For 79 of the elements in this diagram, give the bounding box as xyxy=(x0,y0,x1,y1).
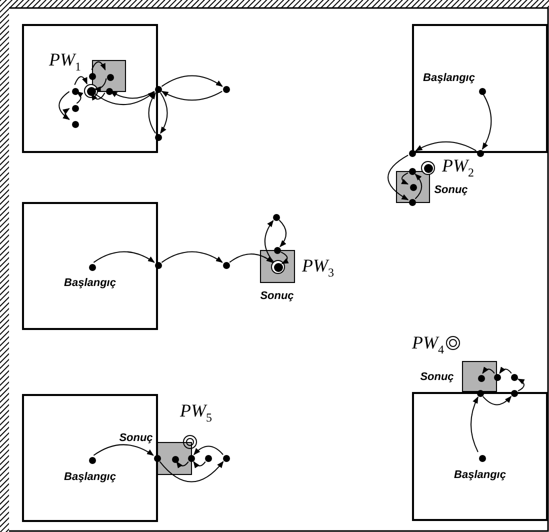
goal-label: Sonuç xyxy=(420,371,454,383)
waypoint-dot xyxy=(410,184,416,190)
path-arrow xyxy=(193,446,224,456)
path-arrow xyxy=(93,251,155,263)
waypoint-dot xyxy=(478,454,486,462)
waypoint-dot xyxy=(88,72,96,80)
robot-label: PW$_{3}$ xyxy=(302,256,334,280)
path-arrow xyxy=(482,396,512,406)
waypoint-dot xyxy=(72,88,78,94)
waypoint-dot xyxy=(106,74,114,80)
path-arrow xyxy=(93,444,154,456)
path-arrow xyxy=(91,61,106,70)
goal-label: Sonuç xyxy=(434,184,468,196)
waypoint-dot xyxy=(204,454,212,462)
waypoint-dot xyxy=(478,374,484,382)
robot-label: PW$_{4}$ xyxy=(412,332,444,358)
waypoint-dot xyxy=(72,104,78,112)
path-arrow xyxy=(161,90,223,101)
waypoint-dot xyxy=(510,374,518,380)
room-outline xyxy=(412,392,548,521)
path-arrow xyxy=(160,92,168,134)
path-arrow xyxy=(161,251,223,263)
path-arrow xyxy=(278,220,287,248)
waypoint-dot xyxy=(478,88,486,94)
path-arrow xyxy=(110,90,155,99)
path-arrow xyxy=(280,252,289,264)
path-arrow xyxy=(482,366,495,374)
waypoint-dot xyxy=(88,456,96,464)
robot-label: PW$_{5}$ xyxy=(180,400,212,426)
path-arrow xyxy=(401,172,409,185)
waypoint-dot xyxy=(408,150,416,156)
robot-label: PW$_{2}$ xyxy=(442,156,474,180)
path-arrow xyxy=(414,174,422,200)
path-arrow xyxy=(482,92,492,150)
path-arrow xyxy=(176,461,189,468)
waypoint-dot xyxy=(510,390,518,396)
robot-label: PW$_{1}$ xyxy=(49,50,81,74)
waypoint-dot xyxy=(72,120,78,128)
start-label: Başlangıç xyxy=(454,469,506,481)
path-arrow xyxy=(62,108,70,120)
path-arrow xyxy=(148,92,156,134)
path-arrow xyxy=(264,220,274,262)
path-arrow xyxy=(92,91,156,106)
path-arrow xyxy=(161,75,223,87)
start-label: Başlangıç xyxy=(64,277,116,289)
goal-square xyxy=(260,250,295,283)
target-ring xyxy=(446,336,460,350)
room-outline xyxy=(22,394,158,522)
room-outline xyxy=(412,24,548,153)
goal-square xyxy=(462,361,497,392)
target-point xyxy=(421,161,435,175)
path-arrow xyxy=(193,461,206,468)
waypoint-dot xyxy=(222,262,230,268)
waypoint-dot xyxy=(222,86,230,92)
waypoint-dot xyxy=(408,168,416,174)
waypoint-dot xyxy=(272,214,280,220)
waypoint-dot xyxy=(172,456,178,462)
waypoint-dot xyxy=(274,246,280,254)
start-label: Başlangıç xyxy=(423,72,475,84)
start-label: Başlangıç xyxy=(64,471,116,483)
waypoint-dot xyxy=(88,264,96,270)
target-point xyxy=(271,260,285,274)
room-outline xyxy=(22,202,158,330)
waypoint-dot xyxy=(222,454,230,462)
path-arrow xyxy=(76,91,84,104)
room-outline xyxy=(22,24,158,153)
goal-label: Sonuç xyxy=(260,290,294,302)
path-arrow xyxy=(159,461,224,482)
path-arrow xyxy=(499,366,512,374)
path-arrow xyxy=(517,378,525,392)
path-arrow xyxy=(388,154,409,200)
path-arrow xyxy=(415,141,477,152)
path-arrow xyxy=(94,78,107,92)
path-arrow xyxy=(58,91,70,120)
path-arrow xyxy=(91,92,106,101)
goal-label: Sonuç xyxy=(119,432,153,444)
path-arrow xyxy=(74,76,88,86)
path-arrow xyxy=(470,396,478,452)
path-arrow xyxy=(229,253,274,264)
